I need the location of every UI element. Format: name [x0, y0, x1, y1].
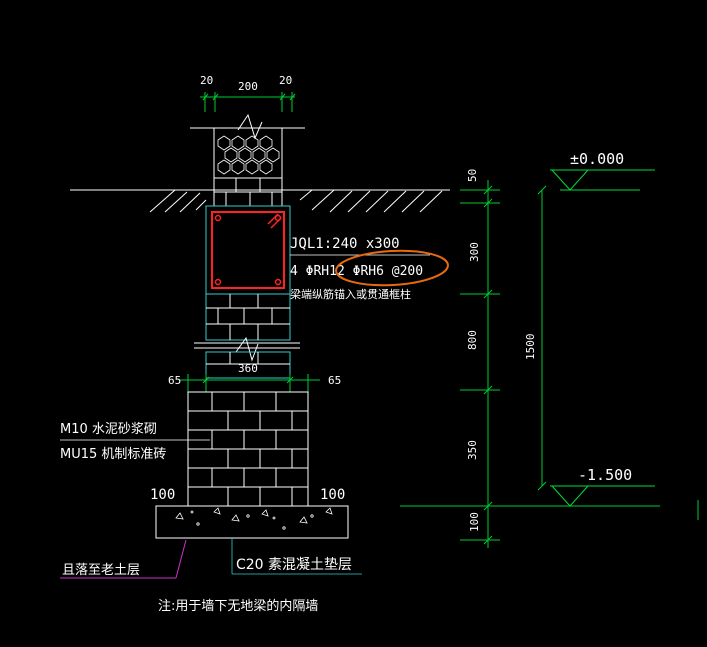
dim-v-800: 800	[466, 330, 479, 350]
ground-line	[70, 189, 450, 213]
elevation-bottom: -1.500	[578, 466, 632, 484]
pad-label: C20 素混凝土垫层	[236, 557, 352, 573]
dim-footing-left: 100	[150, 487, 175, 503]
concrete-pad	[155, 505, 349, 539]
material-brick: MU15 机制标准砖	[60, 447, 166, 462]
dim-v-100: 100	[468, 512, 481, 532]
beam-note: 梁端纵筋锚入或贯通框柱	[290, 287, 411, 301]
beam-rebar: 4 ΦRH12 ΦRH6 @200	[290, 264, 423, 279]
dim-top-mid: 200	[238, 80, 258, 93]
elevation-top: ±0.000	[570, 150, 624, 168]
brick-course-top	[213, 177, 283, 207]
subgrade-leader-d	[175, 539, 187, 579]
mid-dimension	[180, 374, 320, 392]
ground-beam	[205, 205, 291, 295]
beam-name: JQL1:240 x300	[290, 236, 400, 252]
top-dimension	[200, 92, 296, 112]
dim-v-300: 300	[468, 242, 481, 262]
upper-wall	[190, 113, 305, 178]
material-mortar: M10 水泥砂浆砌	[60, 422, 157, 437]
dim-right-offset: 65	[328, 374, 341, 387]
brick-footing	[187, 391, 309, 507]
highlight-circle	[335, 249, 449, 287]
elevation-bottom-marker	[550, 485, 655, 507]
dim-mid-width: 360	[238, 362, 258, 375]
dim-v-total: 1500	[524, 334, 537, 361]
drawing-note: 注:用于墙下无地梁的内隔墙	[158, 598, 318, 614]
elevation-top-marker	[550, 169, 655, 191]
dim-footing-right: 100	[320, 487, 345, 503]
dim-top-right: 20	[279, 74, 292, 87]
dim-v-50: 50	[466, 169, 479, 182]
dim-top-left: 20	[200, 74, 213, 87]
subgrade-label: 且落至老土层	[62, 563, 140, 578]
vertical-dimension-chain	[400, 180, 660, 548]
dim-v-350: 350	[466, 440, 479, 460]
dim-left-offset: 65	[168, 374, 181, 387]
brick-wall-middle	[194, 293, 300, 379]
